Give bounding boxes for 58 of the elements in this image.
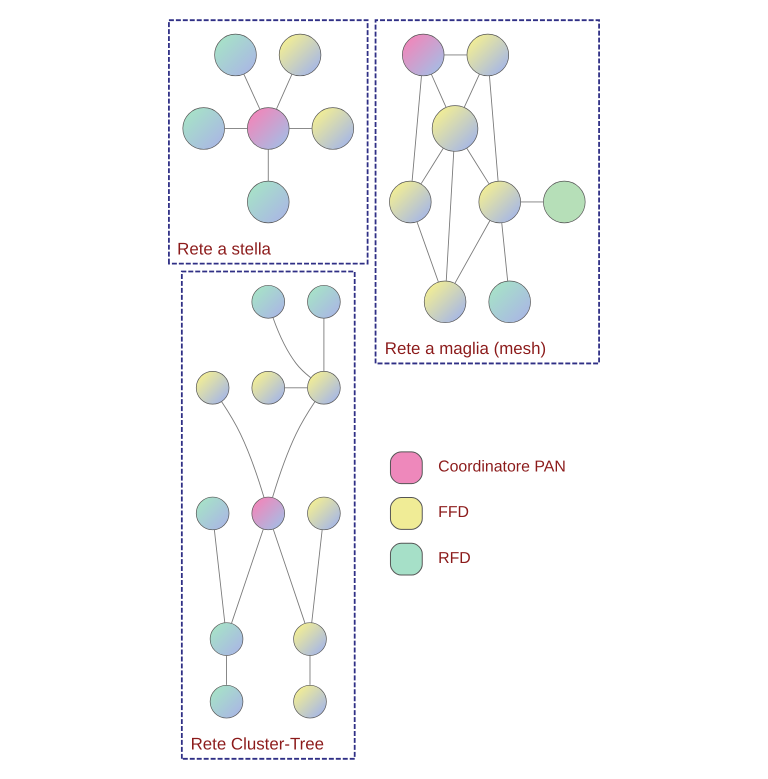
connector [430,74,447,108]
node-circle [466,34,510,76]
node-circle [543,180,586,224]
legend-label: RFD [438,550,471,567]
node-circle [307,496,341,530]
node-circle [182,107,225,150]
connector [311,529,323,623]
node-circle [293,622,327,656]
node-circle [307,371,341,404]
node-circle [488,280,531,324]
node-circle [293,684,327,718]
cluster: Rete a stella [168,19,368,264]
connector [214,529,226,623]
node-circle [432,105,478,152]
connector [221,401,264,498]
node-circle [478,180,521,224]
connector [284,387,308,388]
connector [420,148,444,184]
node-circle [214,34,257,76]
node-circle [424,280,466,324]
connector [272,401,316,498]
connector [412,75,422,182]
node-circle [278,34,322,76]
connector [446,151,454,282]
connector [323,318,324,372]
node-circle [247,107,290,150]
node-circle [252,371,285,404]
connector [464,74,480,108]
connector [288,128,312,129]
connector [416,221,439,282]
connector [466,148,490,184]
legend-label: Coordinatore PAN [438,458,566,476]
node-circle [210,684,244,718]
legend-label: FFD [438,504,469,522]
connector [231,528,264,624]
connector [243,74,260,110]
connector [276,74,292,110]
node-circle [312,107,354,150]
node-circle [307,285,341,319]
node-circle [210,622,244,656]
connector [272,528,306,624]
node-circle [389,180,432,224]
node-circle [196,371,230,404]
node-circle [402,34,444,76]
connector [454,220,490,284]
connector [444,54,468,56]
node-circle [252,496,285,530]
connector [501,222,508,282]
node-circle [252,285,285,319]
node-circle [196,496,230,530]
connector [489,75,499,182]
cluster: Rete Cluster-Tree [180,270,356,760]
connector [268,148,269,182]
node-circle [247,180,290,224]
cluster: Rete a maglia (mesh) [374,19,600,364]
connector [272,317,312,378]
connector [224,128,248,129]
connector [226,655,227,686]
